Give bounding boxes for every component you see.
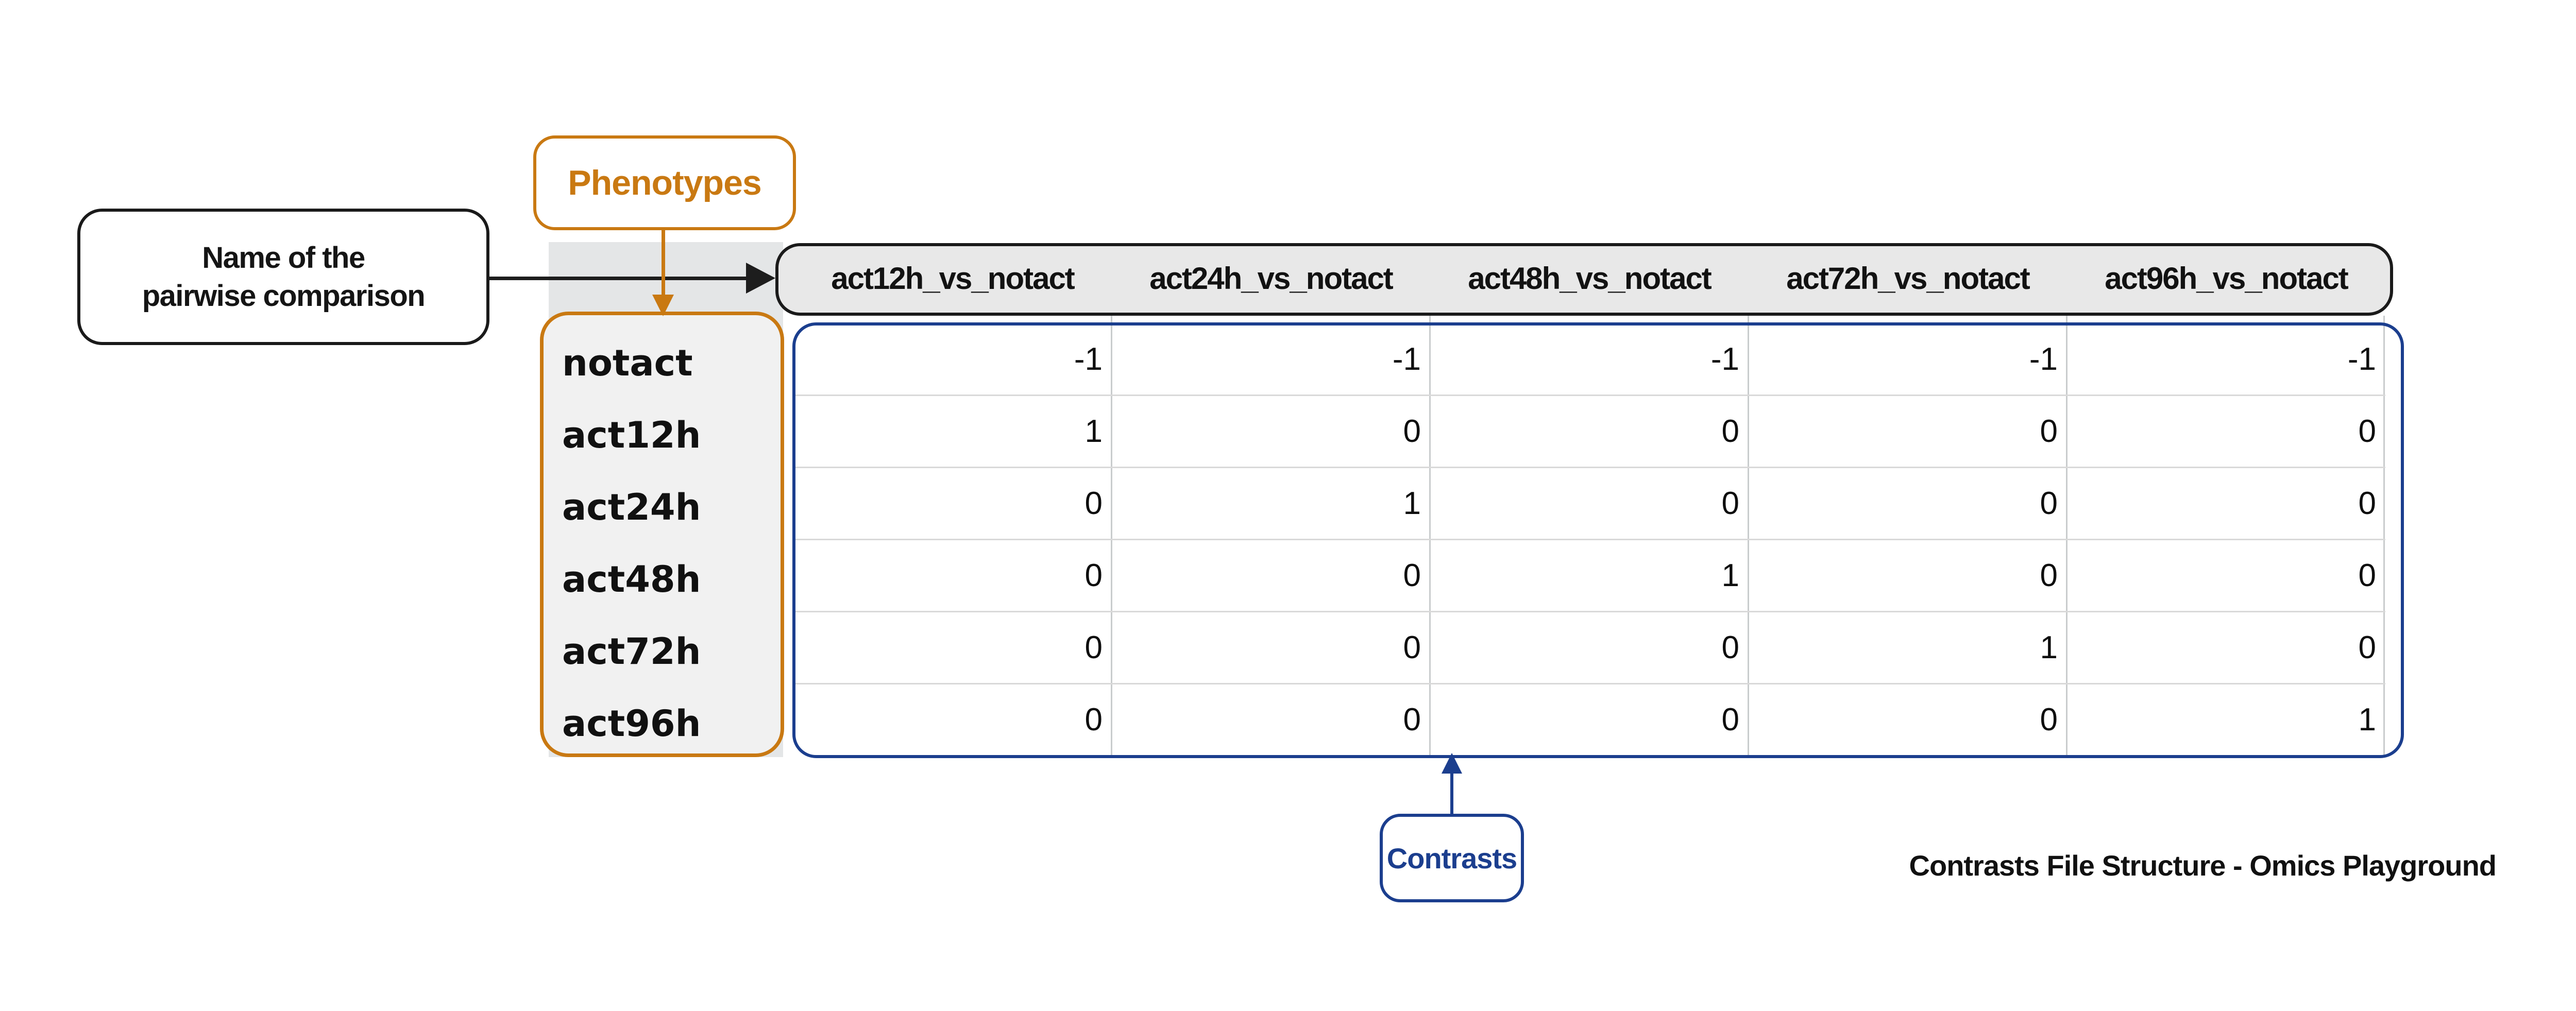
phenotypes-arrow-head-icon xyxy=(652,295,674,316)
column-header: act72h_vs_notact xyxy=(1786,261,2030,296)
matrix-cell: 1 xyxy=(1721,558,1739,593)
matrix-cell: 0 xyxy=(1403,414,1421,449)
contrasts-annotation-label: Contrasts xyxy=(1386,842,1517,875)
matrix-cell: 0 xyxy=(1403,702,1421,738)
column-separator xyxy=(2066,316,2067,756)
phenotype-row-label: act24h xyxy=(562,486,701,528)
matrix-cell: -1 xyxy=(1074,341,1103,377)
matrix-cell: 0 xyxy=(2358,486,2376,521)
row-separator xyxy=(793,539,2385,540)
matrix-cell: -1 xyxy=(1392,341,1421,377)
pairwise-comparison-annotation-line2: pairwise comparison xyxy=(142,279,426,313)
comparison-header-box xyxy=(775,243,2393,316)
matrix-cell: 0 xyxy=(2040,414,2058,449)
matrix-cell: 0 xyxy=(2358,414,2376,449)
contrasts-arrow-head-icon xyxy=(1442,753,1462,774)
comparison-arrow-head-icon xyxy=(746,263,775,294)
column-header: act24h_vs_notact xyxy=(1149,261,1394,296)
column-separator xyxy=(2383,316,2385,756)
contrasts-matrix-grid: -1 -1 -1 -1 -1 1 0 0 0 0 0 1 0 0 0 0 0 1 0 0 0 0 0 1 0 0 0 0 0 1 xyxy=(793,316,2385,756)
phenotype-row-label: act48h xyxy=(562,558,701,601)
contrasts-matrix-border xyxy=(792,322,2404,758)
matrix-cell: 0 xyxy=(1721,630,1739,665)
phenotype-row-label: notact xyxy=(562,342,693,384)
pairwise-comparison-annotation-line1: Name of the xyxy=(202,241,365,275)
phenotypes-row-label-box: notact act12h act24h act48h act72h act96h xyxy=(540,312,784,757)
pairwise-comparison-annotation: Name of the pairwise comparison xyxy=(77,209,489,345)
matrix-cell: 1 xyxy=(1084,414,1103,449)
contrasts-arrow-line xyxy=(1450,772,1453,815)
matrix-cell: 0 xyxy=(1084,558,1103,593)
matrix-cell: 0 xyxy=(2358,558,2376,593)
phenotype-row-label: act96h xyxy=(562,702,701,745)
phenotype-row-label: act72h xyxy=(562,630,701,673)
matrix-cell: 0 xyxy=(1403,558,1421,593)
phenotypes-annotation-label: Phenotypes xyxy=(568,163,761,202)
matrix-cell: 0 xyxy=(1403,630,1421,665)
column-separator xyxy=(1748,316,1749,756)
matrix-cell: 0 xyxy=(2358,630,2376,665)
column-header: act12h_vs_notact xyxy=(831,261,1075,296)
comparison-header-cells: act12h_vs_notact act24h_vs_notact act48h_v… xyxy=(793,243,2385,316)
matrix-cell: 1 xyxy=(2358,702,2376,738)
column-separator xyxy=(1111,316,1112,756)
column-header: act96h_vs_notact xyxy=(2105,261,2349,296)
matrix-cell: 0 xyxy=(1721,414,1739,449)
matrix-cell: -1 xyxy=(2347,341,2376,377)
matrix-cell: 1 xyxy=(1403,486,1421,521)
row-separator xyxy=(793,611,2385,612)
row-separator xyxy=(793,683,2385,684)
figure-caption: Contrasts File Structure - Omics Playgro… xyxy=(1909,849,2497,882)
matrix-cell: 1 xyxy=(2040,630,2058,665)
contrasts-annotation: Contrasts xyxy=(1380,814,1524,902)
matrix-cell: 0 xyxy=(1084,486,1103,521)
matrix-cell: -1 xyxy=(2029,341,2058,377)
matrix-cell: 0 xyxy=(2040,486,2058,521)
matrix-cell: 0 xyxy=(1084,702,1103,738)
phenotype-row-label: act12h xyxy=(562,414,701,456)
row-separator xyxy=(793,395,2385,396)
phenotypes-annotation: Phenotypes xyxy=(533,135,796,230)
matrix-cell: 0 xyxy=(1721,702,1739,738)
row-separator xyxy=(793,467,2385,468)
matrix-cell: -1 xyxy=(1710,341,1739,377)
phenotypes-arrow-line xyxy=(662,230,665,296)
matrix-cell: 0 xyxy=(2040,702,2058,738)
column-separator xyxy=(1429,316,1431,756)
matrix-cell: 0 xyxy=(2040,558,2058,593)
matrix-cell: 0 xyxy=(1721,486,1739,521)
matrix-cells: -1 -1 -1 -1 -1 1 0 0 0 0 0 1 0 0 0 0 0 1 0 0 0 0 0 1 0 0 0 0 0 1 xyxy=(793,323,2385,756)
matrix-cell: 0 xyxy=(1084,630,1103,665)
comparison-arrow-line xyxy=(489,277,747,280)
column-header: act48h_vs_notact xyxy=(1468,261,1712,296)
